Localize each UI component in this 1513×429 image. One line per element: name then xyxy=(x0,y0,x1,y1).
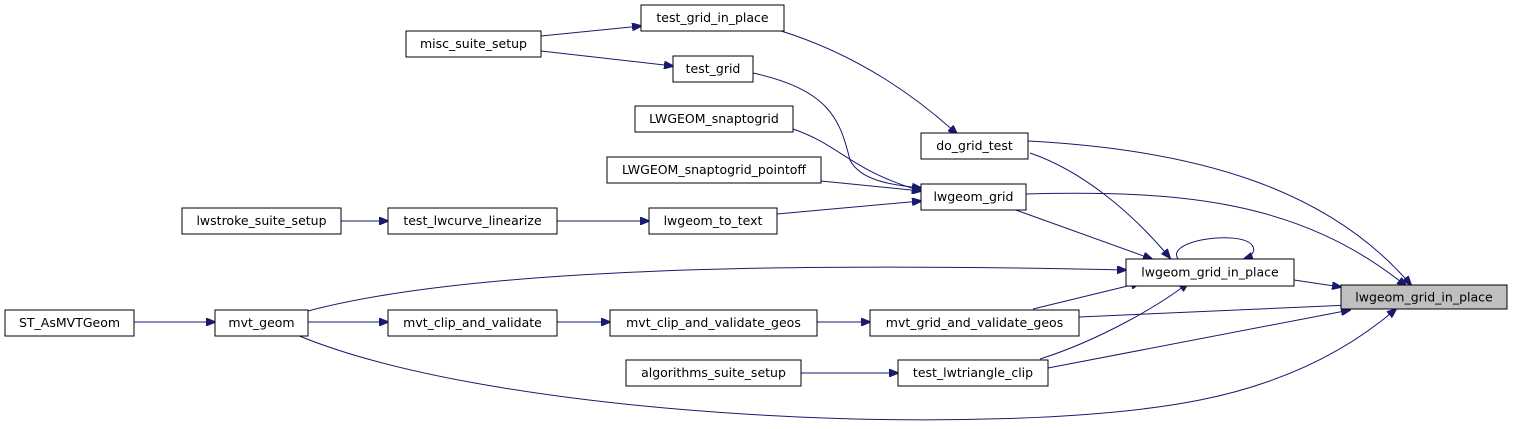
svg-text:mvt_geom: mvt_geom xyxy=(228,315,294,330)
node-mvt-clip-and-validate[interactable]: mvt_clip_and_validate xyxy=(387,309,558,337)
node-lwgeom-snaptogrid-pointoff[interactable]: LWGEOM_snaptogrid_pointoff xyxy=(606,156,822,184)
svg-text:misc_suite_setup: misc_suite_setup xyxy=(420,36,527,51)
svg-text:mvt_clip_and_validate: mvt_clip_and_validate xyxy=(403,315,542,330)
node-test-lwtriangle-clip[interactable]: test_lwtriangle_clip xyxy=(897,359,1049,387)
node-lwgeom-to-text[interactable]: lwgeom_to_text xyxy=(648,207,778,235)
edges xyxy=(134,26,1411,421)
node-test-grid-in-place[interactable]: test_grid_in_place xyxy=(640,4,785,32)
svg-text:lwgeom_grid_in_place: lwgeom_grid_in_place xyxy=(1141,265,1279,280)
edge-lwgeom-to-text-to-lwgeom-grid xyxy=(776,201,921,215)
svg-text:lwgeom_to_text: lwgeom_to_text xyxy=(664,213,763,228)
edge-mvt-grid-geos-to-target xyxy=(1078,305,1350,318)
node-test-lwcurve-linearize[interactable]: test_lwcurve_linearize xyxy=(387,207,558,235)
svg-text:LWGEOM_snaptogrid: LWGEOM_snaptogrid xyxy=(649,111,779,126)
edge-do-grid-test-to-lwgeom-grid-in-place xyxy=(1029,152,1170,258)
node-algorithms-suite-setup[interactable]: algorithms_suite_setup xyxy=(625,359,802,387)
node-st-asmvtgeom[interactable]: ST_AsMVTGeom xyxy=(4,309,135,337)
edge-snaptogrid-to-lwgeom-grid xyxy=(792,128,921,191)
node-lwgeom-grid-in-place[interactable]: lwgeom_grid_in_place xyxy=(1125,258,1295,287)
edge-do-grid-test-to-target xyxy=(1027,140,1411,285)
edge-lwgeom-grid-in-place-to-target xyxy=(1293,279,1341,287)
edge-snaptogrid-pointoff-to-lwgeom-grid xyxy=(820,180,921,191)
svg-text:test_grid: test_grid xyxy=(686,61,741,76)
svg-text:ST_AsMVTGeom: ST_AsMVTGeom xyxy=(19,315,120,330)
node-mvt-geom[interactable]: mvt_geom xyxy=(214,309,309,337)
node-do-grid-test[interactable]: do_grid_test xyxy=(920,132,1029,160)
svg-text:LWGEOM_snaptogrid_pointoff: LWGEOM_snaptogrid_pointoff xyxy=(622,162,806,177)
svg-text:test_lwcurve_linearize: test_lwcurve_linearize xyxy=(403,213,542,228)
node-test-grid[interactable]: test_grid xyxy=(672,55,754,83)
edge-mvt-geom-to-lwgeom-grid-in-place xyxy=(307,267,1126,312)
node-mvt-grid-and-validate-geos[interactable]: mvt_grid_and_validate_geos xyxy=(869,309,1080,337)
edge-mvt-geom-to-target xyxy=(296,309,1396,421)
edge-test-lwtriangle-clip-to-lwgeom-grid-in-place xyxy=(1039,283,1188,360)
edge-lwgeom-grid-to-target xyxy=(1025,192,1406,286)
edge-misc-suite-setup-to-test-grid-in-place xyxy=(540,26,641,37)
edge-test-grid-in-place-to-do-grid-test xyxy=(777,29,957,134)
svg-text:lwgeom_grid_in_place: lwgeom_grid_in_place xyxy=(1355,290,1493,305)
svg-text:lwstroke_suite_setup: lwstroke_suite_setup xyxy=(196,213,326,228)
node-misc-suite-setup[interactable]: misc_suite_setup xyxy=(405,30,542,58)
svg-text:lwgeom_grid: lwgeom_grid xyxy=(934,189,1014,204)
svg-text:algorithms_suite_setup: algorithms_suite_setup xyxy=(641,365,786,380)
svg-text:mvt_grid_and_validate_geos: mvt_grid_and_validate_geos xyxy=(886,315,1063,330)
edge-mvt-grid-geos-to-lwgeom-grid-in-place xyxy=(1032,283,1140,310)
edge-test-lwtriangle-clip-to-target xyxy=(1047,310,1350,369)
node-mvt-clip-and-validate-geos[interactable]: mvt_clip_and_validate_geos xyxy=(609,309,818,337)
edge-misc-suite-setup-to-test-grid xyxy=(540,50,673,66)
node-lwgeom-grid[interactable]: lwgeom_grid xyxy=(920,183,1027,211)
svg-text:test_grid_in_place: test_grid_in_place xyxy=(656,10,769,25)
svg-text:mvt_clip_and_validate_geos: mvt_clip_and_validate_geos xyxy=(626,315,801,330)
edge-lwgeom-grid-to-lwgeom-grid-in-place xyxy=(1012,208,1152,259)
edge-test-grid-to-lwgeom-grid xyxy=(752,72,921,188)
edge-lwgeom-grid-in-place-self-loop xyxy=(1176,237,1255,259)
svg-text:do_grid_test: do_grid_test xyxy=(936,138,1013,153)
node-lwgeom-grid-in-place-target[interactable]: lwgeom_grid_in_place xyxy=(1340,284,1508,310)
node-lwgeom-snaptogrid[interactable]: LWGEOM_snaptogrid xyxy=(634,105,794,133)
node-lwstroke-suite-setup[interactable]: lwstroke_suite_setup xyxy=(181,207,342,235)
svg-text:test_lwtriangle_clip: test_lwtriangle_clip xyxy=(913,365,1033,380)
